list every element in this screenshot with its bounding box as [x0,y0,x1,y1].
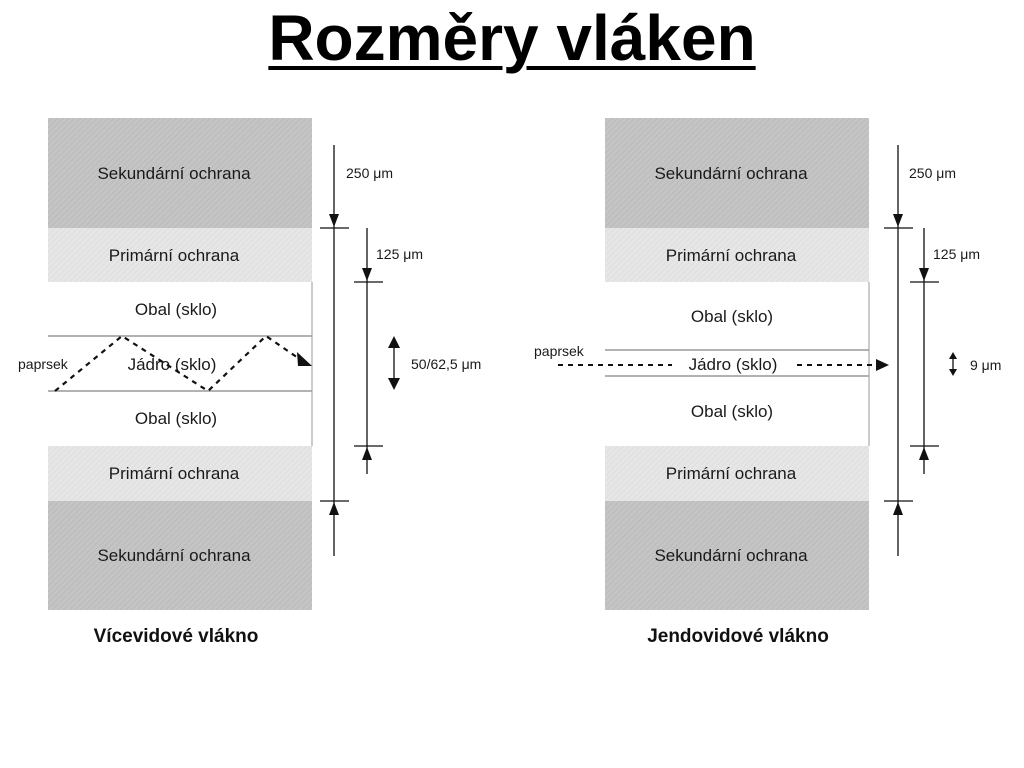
multimode-dim-outer-label: 250 μm [346,165,393,181]
multimode-ray-label: paprsek [18,356,69,372]
singlemode-dim-outer-arrow-down [893,214,903,227]
multimode-cladding-bottom [48,391,312,446]
multimode-fiber: Sekundární ochrana Primární ochrana Obal… [18,118,481,647]
multimode-label-secondary-bottom: Sekundární ochrana [97,546,251,565]
singlemode-label-secondary-bottom: Sekundární ochrana [654,546,808,565]
multimode-dim-core-arrow-up [388,336,400,348]
multimode-dim-outer-arrow-down [329,214,339,227]
multimode-dim-core-label: 50/62,5 μm [411,356,481,372]
singlemode-secondary-coating-bottom [605,501,869,610]
multimode-ray-path [54,334,305,393]
singlemode-caption: Jendovidové vlákno [647,626,829,647]
multimode-core [48,336,312,391]
multimode-secondary-coating-top [48,118,312,228]
singlemode-fiber: Sekundární ochrana Primární ochrana Obal… [534,118,1001,647]
multimode-ray-arrowhead [297,352,312,366]
multimode-dim-outer-arrow-up [329,502,339,515]
singlemode-label-cladding-top: Obal (sklo) [691,307,773,326]
singlemode-secondary-coating-top [605,118,869,228]
singlemode-ray-label: paprsek [534,343,585,359]
singlemode-dim-core-arrow-down [949,369,957,376]
singlemode-ray-arrowhead [876,359,889,371]
singlemode-dim-cladding-label: 125 μm [933,246,980,262]
multimode-label-cladding-bottom: Obal (sklo) [135,409,217,428]
multimode-label-cladding-top: Obal (sklo) [135,300,217,319]
multimode-label-core: Jádro (sklo) [128,355,217,374]
multimode-dim-cladding-label: 125 μm [376,246,423,262]
multimode-primary-coating-top [48,228,312,282]
multimode-dim-core-arrow-down [388,378,400,390]
singlemode-label-primary-bottom: Primární ochrana [666,464,797,483]
multimode-secondary-coating-bottom [48,501,312,610]
singlemode-dim-core-arrow-up [949,352,957,359]
singlemode-core [605,350,869,376]
singlemode-primary-coating-top [605,228,869,282]
multimode-primary-coating-bottom [48,446,312,501]
multimode-label-secondary-top: Sekundární ochrana [97,164,251,183]
multimode-label-primary-bottom: Primární ochrana [109,464,240,483]
multimode-dim-cladding-arrow-up [362,447,372,460]
singlemode-cladding-bottom [605,376,869,446]
singlemode-dim-outer-label: 250 μm [909,165,956,181]
singlemode-dim-outer-arrow-up [893,502,903,515]
singlemode-label-secondary-top: Sekundární ochrana [654,164,808,183]
multimode-dim-cladding-arrow-down [362,268,372,281]
singlemode-dim-core-label: 9 μm [970,357,1001,373]
singlemode-dim-cladding-arrow-up [919,447,929,460]
singlemode-primary-coating-bottom [605,446,869,501]
multimode-caption: Vícevidové vlákno [94,626,259,647]
multimode-label-primary-top: Primární ochrana [109,246,240,265]
multimode-cladding-top [48,282,312,336]
singlemode-dim-cladding-arrow-down [919,268,929,281]
singlemode-label-cladding-bottom: Obal (sklo) [691,402,773,421]
singlemode-label-core: Jádro (sklo) [689,355,778,374]
singlemode-cladding-top [605,282,869,350]
singlemode-label-primary-top: Primární ochrana [666,246,797,265]
page-title: Rozměry vláken [268,2,756,74]
